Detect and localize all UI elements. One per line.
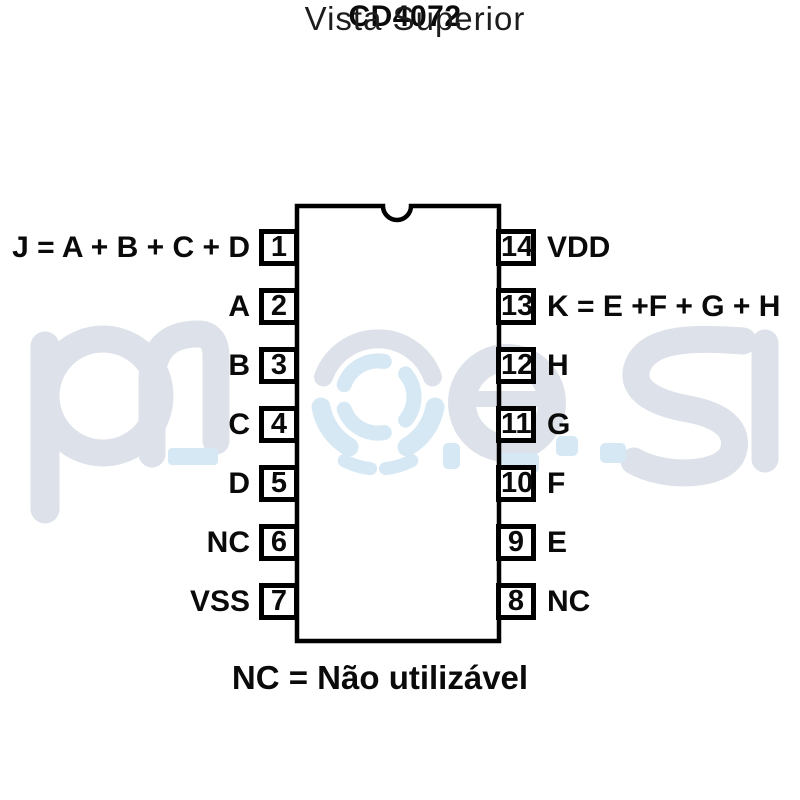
pin-number-box: 6 xyxy=(259,523,299,561)
watermark-aperture-segment xyxy=(337,454,377,476)
watermark-accent xyxy=(600,443,626,463)
view-subtitle: Vista Superior xyxy=(304,0,526,37)
pin-number-box: 8 xyxy=(496,582,536,620)
pin-label-left: A xyxy=(228,289,250,323)
pin-label-left: C xyxy=(228,407,250,441)
watermark-aperture-segment xyxy=(311,397,359,457)
pin-label-left: J = A + B + C + D xyxy=(12,230,250,264)
pin-number-box: 10 xyxy=(496,464,536,502)
pin-label-right: VDD xyxy=(547,230,611,264)
pin-number-box: 14 xyxy=(496,228,536,266)
pin-label-right: E xyxy=(547,525,568,559)
chip-title: CD4072 xyxy=(348,0,462,33)
watermark-aperture-segment xyxy=(397,397,445,457)
pin-label-right: G xyxy=(547,407,571,441)
pin-label-left: D xyxy=(228,466,250,500)
pin-label-right: K = E +F + G + H xyxy=(547,289,781,323)
watermark-aperture-segment xyxy=(398,366,422,428)
watermark-aperture-segment xyxy=(379,454,419,476)
pin-number-box: 7 xyxy=(259,582,299,620)
pin-label-left: B xyxy=(228,348,250,382)
pin-number-box: 12 xyxy=(496,346,536,384)
watermark-aperture-segment xyxy=(336,401,392,441)
pin-number-box: 1 xyxy=(259,228,299,266)
pin-number-box: 2 xyxy=(259,287,299,325)
pin-number-box: 5 xyxy=(259,464,299,502)
watermark-aperture-segment xyxy=(336,353,392,393)
pin-number-box: 11 xyxy=(496,405,536,443)
pin-number-box: 4 xyxy=(259,405,299,443)
pin-number-box: 13 xyxy=(496,287,536,325)
pin-number-box: 3 xyxy=(259,346,299,384)
nc-legend: NC = Não utilizável xyxy=(231,659,529,696)
pin-label-right: F xyxy=(547,466,566,500)
watermark-accent xyxy=(443,443,460,469)
pin-label-left: NC xyxy=(206,525,250,559)
pin-label-right: H xyxy=(547,348,569,382)
watermark-accent xyxy=(168,448,218,465)
pin-label-right: NC xyxy=(547,584,591,618)
watermark-letter-o-outer xyxy=(314,329,442,387)
ic-body xyxy=(294,203,502,644)
pin-number-box: 9 xyxy=(496,523,536,561)
pin-label-left: VSS xyxy=(189,584,250,618)
